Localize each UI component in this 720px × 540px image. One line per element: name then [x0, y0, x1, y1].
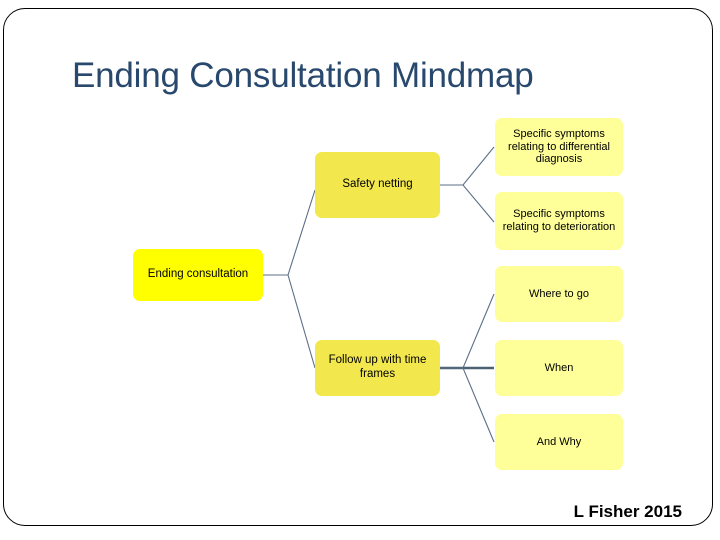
connector-safety-netting-to-deterioration: [440, 184, 495, 223]
node-follow-up-with-time-frames[interactable]: Follow up with time frames: [315, 340, 440, 396]
connector-follow-up-to-and-why: [440, 367, 495, 443]
connector-safety-netting-to-differential-diagnosis: [440, 146, 495, 186]
node-and-why[interactable]: And Why: [495, 414, 623, 470]
footer-credit: L Fisher 2015: [573, 502, 682, 521]
node-specific-symptoms-deterioration[interactable]: Specific symptoms relating to deteriorat…: [495, 192, 623, 250]
node-safety-netting[interactable]: Safety netting: [315, 152, 440, 218]
connector-follow-up-to-where-to-go: [440, 293, 495, 369]
node-where-to-go[interactable]: Where to go: [495, 266, 623, 322]
connector-root-to-safety-netting: [263, 189, 316, 276]
page-title: Ending Consultation Mindmap: [72, 56, 534, 95]
node-specific-symptoms-differential-diagnosis[interactable]: Specific symptoms relating to differenti…: [495, 118, 623, 176]
connector-root-to-follow-up: [263, 274, 316, 369]
node-ending-consultation[interactable]: Ending consultation: [133, 249, 263, 301]
node-when[interactable]: When: [495, 340, 623, 396]
